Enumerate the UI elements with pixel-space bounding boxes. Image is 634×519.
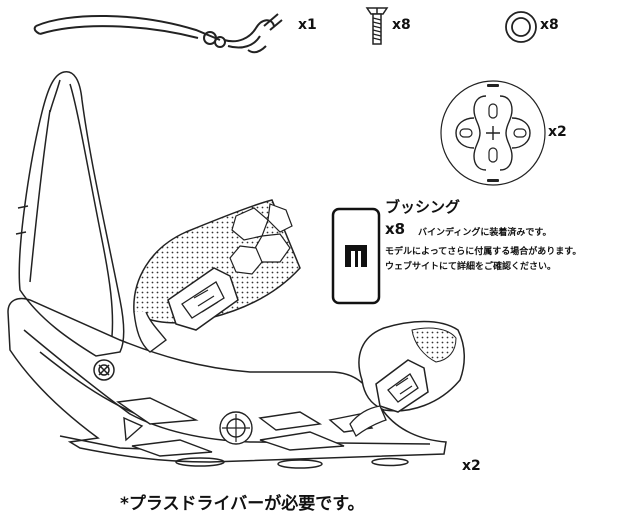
bushing-note-installed: バインディングに装着済みです。 [418,228,552,238]
bushing-title: ブッシング [385,198,461,216]
screw-icon [365,7,389,45]
bushing-note-model: モデルによってさらに付属する場合があります。 [385,247,582,257]
bushing-qty: x8 [385,220,406,238]
heel-disc [93,359,115,381]
leash-qty: x1 [298,17,317,33]
bushing-icon [331,207,381,305]
footnote-screwdriver: *プラスドライバーが必要です。 [120,494,365,514]
washer-qty: x8 [540,17,559,33]
highback [15,71,125,357]
base-cutouts [116,397,374,457]
toe-strap [349,320,465,437]
leash-cord-icon [33,13,283,54]
mounting-disc-icon [440,80,546,186]
screw-qty: x8 [392,17,411,33]
washer-icon [505,11,537,43]
disc-qty: x2 [548,124,567,140]
binding-qty: x2 [462,458,481,474]
ankle-strap [133,199,301,353]
bushing-note-check: ウェブサイトにて詳細をご確認ください。 [385,262,557,272]
binding-illustration [7,71,465,469]
